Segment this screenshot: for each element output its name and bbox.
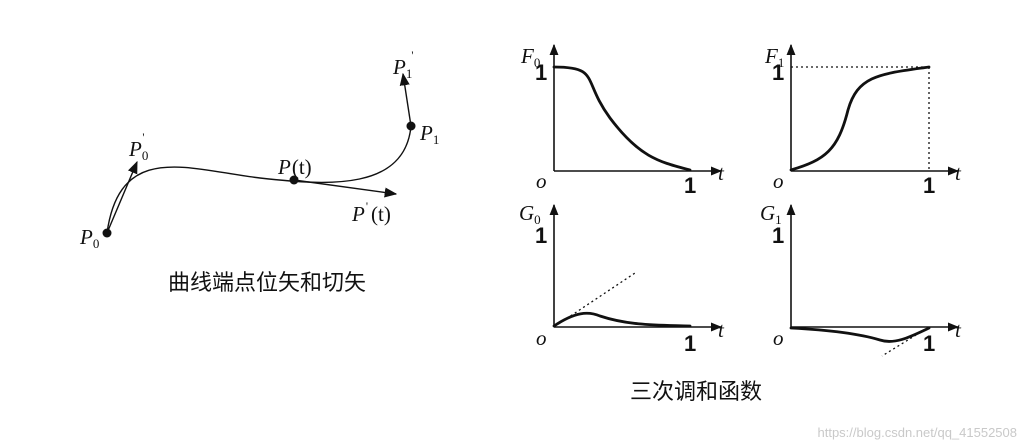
right-caption: 三次调和函数 [630, 380, 762, 405]
plot-f0-curve [552, 65, 692, 172]
plot-f1-title: F1 [764, 44, 784, 70]
label-p1-prime: P1' [392, 48, 414, 81]
plot-f1-y-one: 1 [772, 60, 784, 85]
label-pt-prime: P'(t) [351, 199, 391, 226]
plot-g1-y-one: 1 [772, 223, 784, 248]
plot-g0-x-one: 1 [684, 331, 696, 356]
label-p0: P0 [79, 225, 99, 251]
plot-g0-y-one: 1 [535, 223, 547, 248]
plot-f0-title: F0 [520, 44, 540, 70]
point-p0-dot [102, 228, 112, 238]
plot-f0-x-one: 1 [684, 173, 696, 198]
point-p1-dot [406, 121, 416, 131]
plot-g0-title: G0 [519, 201, 541, 227]
plot-f1: F1 1 1 o t [764, 43, 962, 198]
plot-g0-curve [552, 311, 692, 328]
plot-f1-t: t [955, 161, 962, 185]
plot-f1-origin: o [773, 169, 784, 193]
plot-g1: G1 1 1 o t [760, 201, 962, 357]
point-pt-dot [289, 175, 299, 185]
watermark: https://blog.csdn.net/qq_41552508 [818, 425, 1018, 440]
plot-g0: G0 1 1 o t [519, 201, 725, 356]
tangent-p1-arrow [399, 72, 412, 127]
plot-g1-tangent-guide [881, 326, 930, 357]
plot-f1-x-one: 1 [923, 173, 935, 198]
label-p1: P1 [419, 121, 439, 147]
blending-functions-diagram: F0 1 1 o t F1 1 1 o t G0 1 1 [519, 43, 962, 405]
plot-g1-curve [789, 326, 931, 343]
plot-g0-t: t [718, 318, 725, 342]
curve-diagram: P0 P0' P(t) P'(t) P1 P1' 曲线端点位矢和切矢 [79, 48, 439, 296]
tangent-p0-arrow [106, 160, 138, 234]
plot-g1-t: t [955, 318, 962, 342]
plot-g1-title: G1 [760, 201, 782, 227]
plot-g1-origin: o [773, 326, 784, 350]
plot-f0: F0 1 1 o t [520, 43, 725, 198]
plot-f0-origin: o [536, 169, 547, 193]
hermite-curve [106, 125, 412, 234]
label-p0-prime: P0' [128, 130, 148, 163]
plot-f0-y-one: 1 [535, 60, 547, 85]
plot-f0-t: t [718, 161, 725, 185]
left-caption: 曲线端点位矢和切矢 [168, 271, 366, 296]
tangent-pt-arrow [293, 179, 398, 198]
label-pt: P(t) [277, 155, 312, 179]
plot-g1-x-one: 1 [923, 331, 935, 356]
plot-g0-origin: o [536, 326, 547, 350]
plot-f1-curve [789, 65, 931, 172]
